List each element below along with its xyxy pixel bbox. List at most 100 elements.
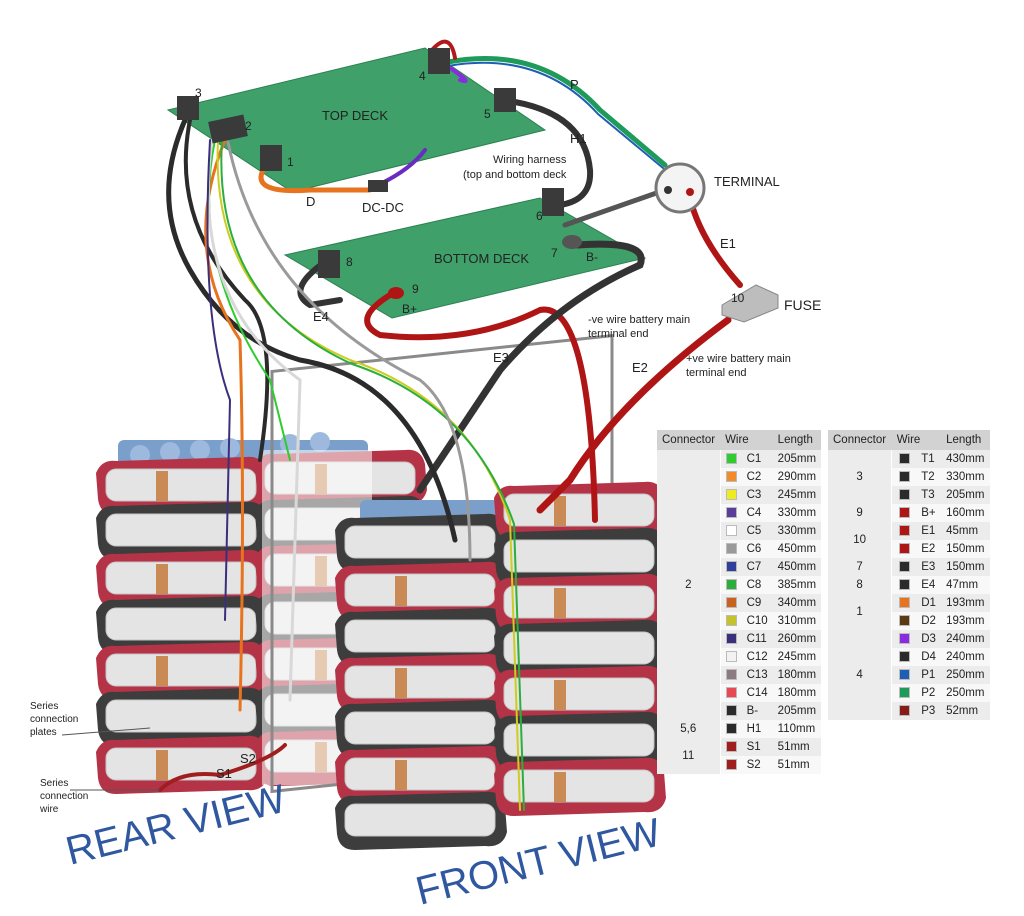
length-cell: 250mm (941, 684, 990, 702)
wire-color-swatch (725, 669, 737, 681)
pos-wire-label-line2: terminal end (686, 367, 747, 379)
wire-cell: C4 (741, 504, 773, 522)
length-cell: 180mm (772, 684, 822, 702)
connector-number-8: 8 (346, 255, 353, 269)
wire-color-swatch (898, 669, 910, 681)
neg-wire-label-line2: terminal end (588, 328, 649, 340)
wire-tag-s1: S1 (216, 766, 232, 781)
wire-tag-e3: E3 (493, 350, 509, 365)
wire-terminal-link (562, 187, 668, 228)
wire-tag-d: D (306, 194, 315, 209)
color-swatch-cell (720, 594, 742, 612)
wire-color-swatch (898, 525, 910, 537)
color-swatch-cell (720, 630, 742, 648)
connector-cell: 1 (828, 594, 893, 630)
wire-t2 (183, 118, 270, 462)
color-swatch-cell (720, 720, 742, 738)
wire-color-swatch (898, 507, 910, 519)
terminal-stud-left (664, 186, 672, 194)
wire-cell: P3 (916, 702, 942, 720)
wire-tag-e4: E4 (313, 309, 329, 324)
length-cell: 385mm (772, 576, 822, 594)
wire-cell: D4 (916, 648, 942, 666)
rear-battery-pack (95, 432, 428, 795)
color-swatch-cell (720, 540, 742, 558)
fuse-label: FUSE (784, 297, 821, 313)
wire-cell: D2 (916, 612, 942, 630)
connector-cell: 8 (828, 576, 893, 594)
header-connector: Connector (657, 430, 721, 450)
wire-cell: H1 (741, 720, 773, 738)
wire-color-swatch (898, 561, 910, 573)
wire-tag-b-plus: B+ (402, 302, 417, 316)
neg-wire-label-line1: -ve wire battery main (588, 314, 690, 326)
color-swatch-cell (891, 486, 917, 504)
length-cell: 450mm (772, 540, 822, 558)
bottom-deck-board (283, 197, 647, 319)
connector-7 (562, 235, 582, 249)
series-plates-leader (61, 727, 151, 736)
connector-cell: 4 (828, 630, 893, 720)
wire-cell: S2 (741, 756, 773, 774)
table-row: B-205mm (657, 702, 822, 720)
length-cell: 260mm (772, 630, 822, 648)
color-swatch-cell (891, 576, 917, 594)
wire-color-swatch (725, 687, 737, 699)
length-cell: 205mm (772, 702, 822, 720)
wire-color-swatch (898, 633, 910, 645)
length-cell: 240mm (941, 630, 990, 648)
color-swatch-cell (891, 630, 917, 648)
connector-number-5: 5 (484, 107, 491, 121)
color-swatch-cell (891, 666, 917, 684)
series-wire-label-line3: wire (39, 804, 59, 815)
wire-tag-e1: E1 (720, 236, 736, 251)
color-swatch-cell (720, 450, 742, 468)
wire-color-swatch (725, 651, 737, 663)
color-swatch-cell (891, 612, 917, 630)
wire-cell: E3 (916, 558, 942, 576)
length-cell: 250mm (941, 666, 990, 684)
color-swatch-cell (720, 666, 742, 684)
wire-c-purple (206, 139, 232, 621)
wire-color-swatch (725, 579, 737, 591)
wire-cell: C2 (741, 468, 773, 486)
dc-dc-connector (368, 180, 388, 192)
connectors (177, 48, 779, 323)
wire-cell: C14 (741, 684, 773, 702)
length-cell: 450mm (772, 558, 822, 576)
wire-cell: B- (741, 702, 773, 720)
wire-cell: T1 (916, 450, 942, 468)
length-cell: 330mm (772, 522, 822, 540)
wire-color-swatch (725, 507, 737, 519)
wire-cell: C5 (741, 522, 773, 540)
connector-9 (388, 287, 404, 299)
length-cell: 45mm (941, 522, 990, 540)
length-cell: 205mm (772, 450, 822, 468)
length-cell: 193mm (941, 594, 990, 612)
wire-cell: C10 (741, 612, 773, 630)
color-swatch-cell (720, 738, 742, 756)
series-wire-label-line1: Series (40, 778, 68, 789)
connector-cell: 9 (828, 504, 893, 522)
color-swatch-cell (720, 648, 742, 666)
color-swatch-cell (720, 486, 742, 504)
connector-5 (494, 88, 516, 112)
length-cell: 150mm (941, 558, 990, 576)
